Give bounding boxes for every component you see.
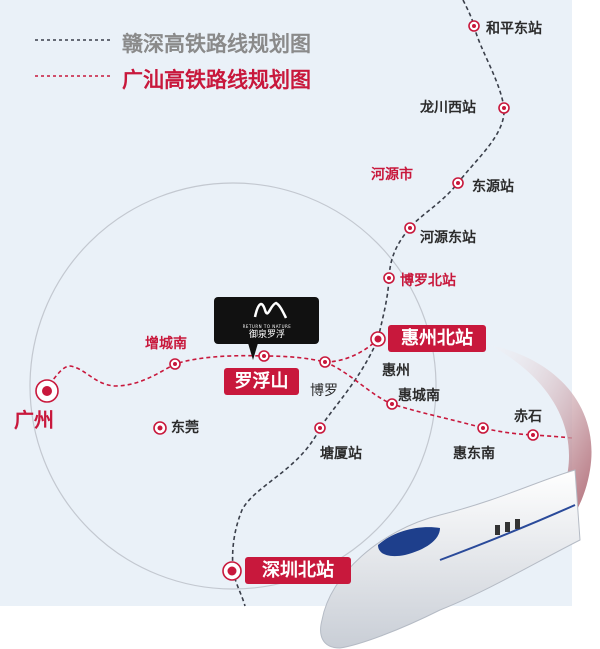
station-dot-dongguan: [153, 421, 167, 435]
station-dot-boluo: [319, 356, 331, 368]
mountain-logo-icon: [253, 301, 288, 319]
station-dot-shenzhen-north: [222, 561, 242, 581]
label-heyuan-east: 河源东站: [420, 230, 476, 246]
label-dongguan: 东莞: [171, 420, 199, 436]
logo-name: 御泉罗浮: [248, 330, 285, 340]
legend-label-ganshen: 赣深高铁路线规划图: [122, 32, 311, 56]
ganshen-line: [231, 0, 505, 607]
station-dot-heyuan-east: [404, 222, 416, 234]
logo-tagline: RETURN TO NATURE: [242, 324, 292, 329]
high-speed-train-image: [320, 345, 592, 649]
legend-label-guangshan: 广汕高铁路线规划图: [122, 68, 311, 92]
label-luofushan: 罗浮山: [224, 368, 299, 395]
station-dot-guangzhou: [35, 379, 59, 403]
station-dot-huidong-south: [477, 422, 489, 434]
label-heyuan-city: 河源市: [371, 167, 413, 183]
label-dongyuan: 东源站: [472, 179, 514, 195]
label-tangxia: 塘厦站: [320, 446, 362, 462]
label-boluo: 博罗: [310, 383, 338, 399]
label-huidong-south: 惠东南: [453, 446, 495, 462]
guangshan-line-east: [324, 361, 573, 439]
label-boluo-north: 博罗北站: [400, 273, 456, 289]
station-dot-luofushan: [258, 350, 270, 362]
station-dot-chishi: [527, 429, 539, 441]
station-dot-huicheng-south: [386, 398, 398, 410]
label-huizhou-north: 惠州北站: [388, 325, 486, 352]
label-huizhou: 惠州: [382, 363, 410, 379]
station-dot-boluo-north: [383, 272, 395, 284]
station-dot-zengcheng-south: [169, 358, 181, 370]
radius-circle: [29, 182, 437, 590]
label-huicheng-south: 惠城南: [398, 388, 440, 404]
label-heping-east: 和平东站: [486, 21, 542, 37]
resort-logo-callout: [214, 297, 319, 360]
label-longchuan-west: 龙川西站: [420, 100, 476, 116]
station-dot-tangxia: [314, 422, 326, 434]
station-dot-huizhou-north: [370, 331, 386, 347]
station-dot-heping-east: [468, 20, 480, 32]
label-guangzhou: 广州: [14, 408, 54, 432]
label-chishi: 赤石: [514, 409, 542, 425]
station-dot-longchuan-west: [498, 102, 510, 114]
label-shenzhen-north: 深圳北站: [245, 557, 351, 584]
station-dot-dongyuan: [452, 177, 464, 189]
label-zengcheng-south: 增城南: [145, 336, 187, 352]
